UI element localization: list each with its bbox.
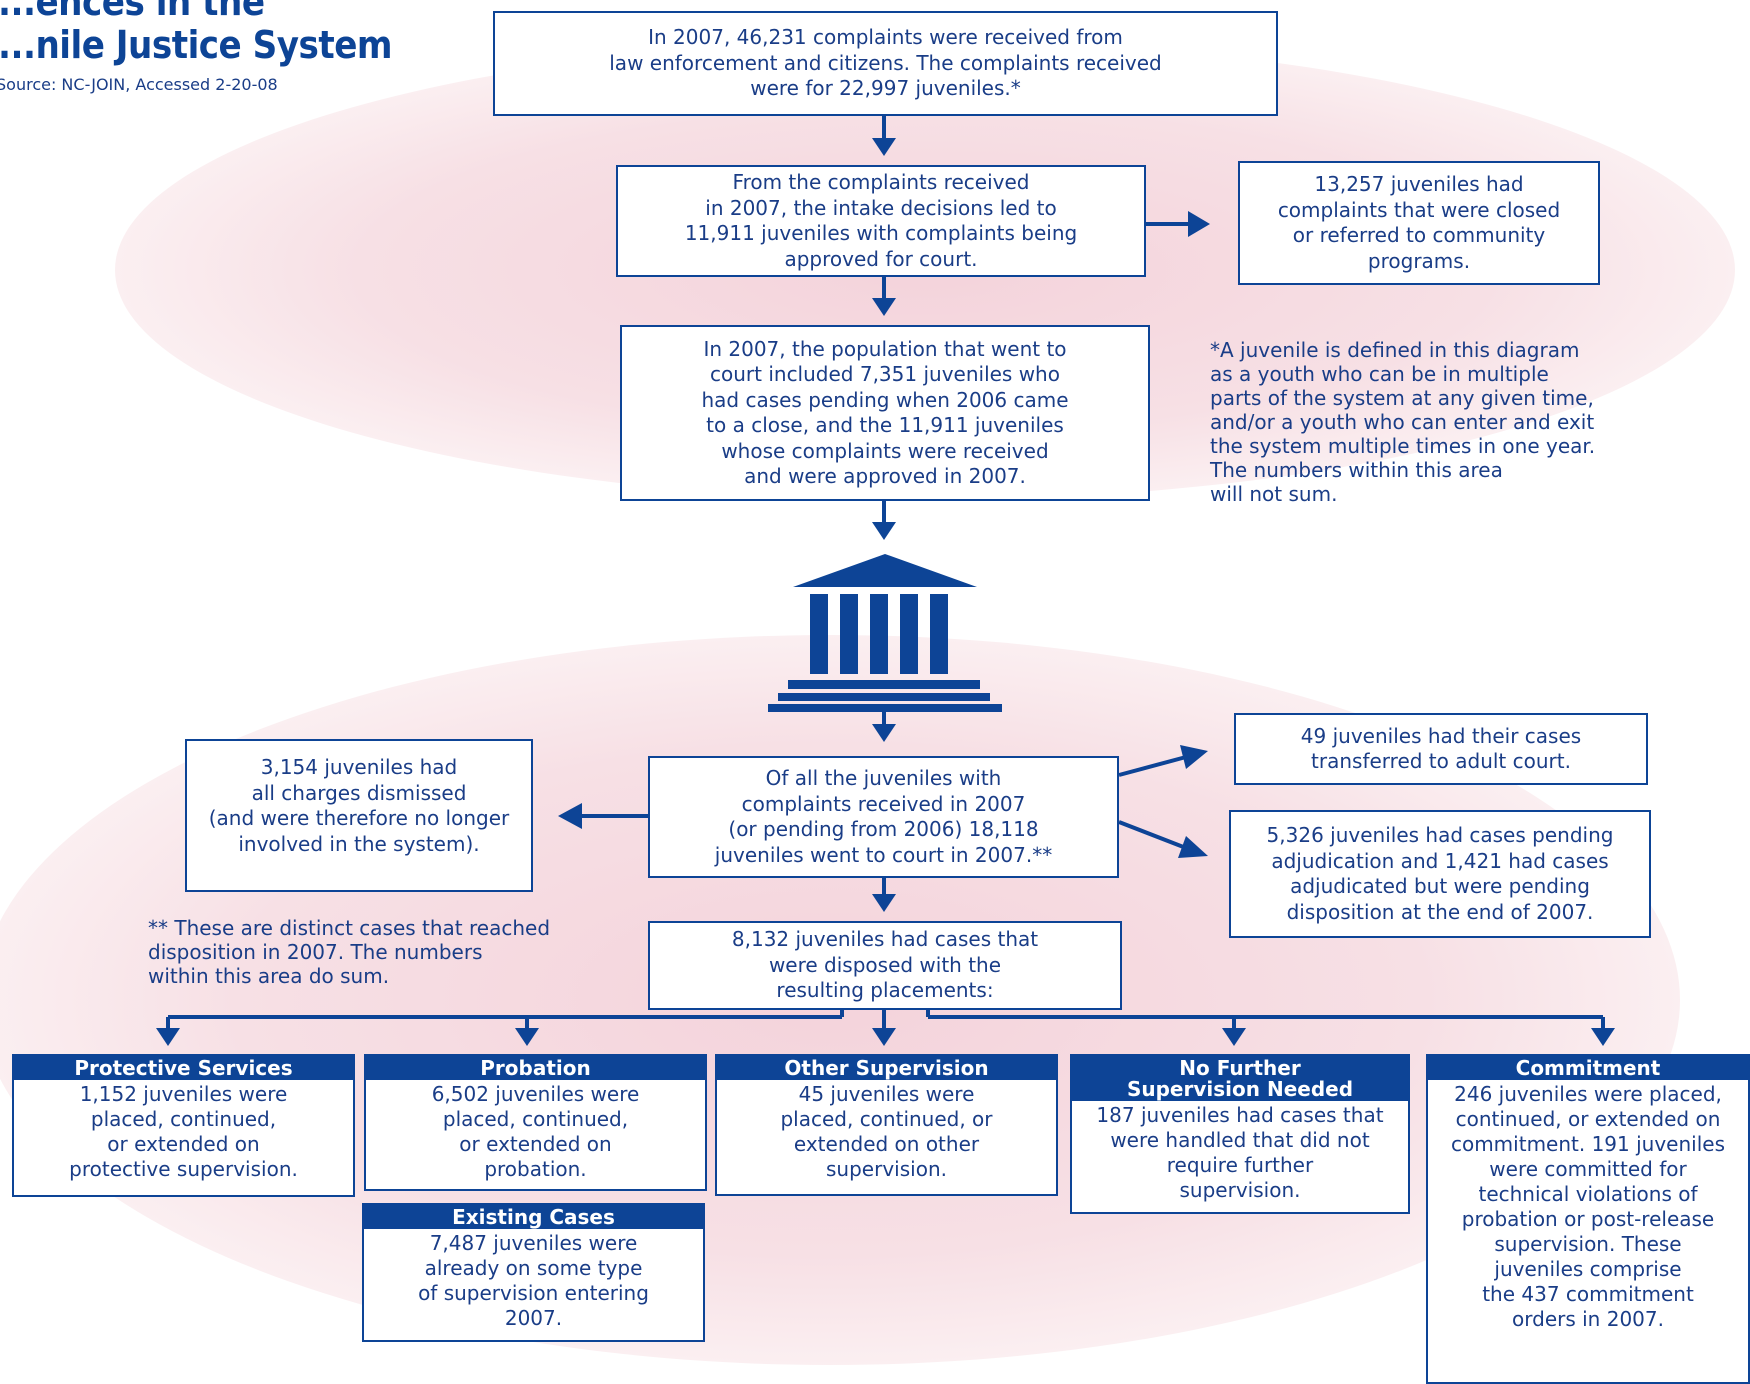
complaints-text: In 2007, 46,231 complaints were received… <box>609 25 1162 101</box>
no-further-supervision-text: 187 juveniles had cases that were handle… <box>1096 1103 1384 1202</box>
pending-text: 5,326 juveniles had cases pending adjudi… <box>1266 823 1614 924</box>
other-supervision-header: Other Supervision <box>717 1056 1056 1080</box>
transferred-text: 49 juveniles had their cases transferred… <box>1300 723 1582 774</box>
court-population-text: In 2007, the population that went to cou… <box>701 336 1069 489</box>
arrow-head-5 <box>872 894 896 912</box>
existing-cases-text: 7,487 juveniles were already on some typ… <box>418 1231 649 1330</box>
closed-box: 13,257 juveniles had complaints that wer… <box>1238 161 1600 285</box>
intake-text: From the complaints received in 2007, th… <box>684 170 1078 271</box>
arrow-head-transferred <box>1180 745 1208 769</box>
protective-services-header: Protective Services <box>14 1056 353 1080</box>
arrow-line-pending <box>1118 820 1187 850</box>
existing-cases-header: Existing Cases <box>364 1205 703 1229</box>
probation-box: Probation 6,502 juveniles were placed, c… <box>364 1054 707 1191</box>
commitment-header: Commitment <box>1428 1056 1748 1080</box>
arrow-head-1 <box>872 138 896 156</box>
arrow-head-pending <box>1178 836 1208 858</box>
no-further-supervision-box: No Further Supervision Needed 187 juveni… <box>1070 1054 1410 1214</box>
arrow-head-2 <box>872 298 896 316</box>
probation-text: 6,502 juveniles were placed, continued, … <box>431 1082 640 1181</box>
arrow-head-nofurther <box>1222 1028 1246 1046</box>
double-star-note: ** These are distinct cases that reached… <box>148 916 551 988</box>
arrow-head-protective <box>156 1028 180 1046</box>
closed-text: 13,257 juveniles had complaints that wer… <box>1277 172 1561 273</box>
arrow-head-commitment <box>1591 1028 1615 1046</box>
complaints-box: In 2007, 46,231 complaints were received… <box>493 11 1278 116</box>
protective-services-box: Protective Services 1,152 juveniles were… <box>12 1054 355 1197</box>
court-population-box: In 2007, the population that went to cou… <box>620 325 1150 501</box>
single-star-note: *A juvenile is defined in this diagram a… <box>1210 338 1596 506</box>
intake-box: From the complaints received in 2007, th… <box>616 165 1146 277</box>
disposed-text: 8,132 juveniles had cases that were disp… <box>731 927 1039 1003</box>
went-to-court-text: Of all the juveniles with complaints rec… <box>714 766 1053 867</box>
courthouse-icon <box>768 554 1002 712</box>
probation-header: Probation <box>366 1056 705 1080</box>
arrow-head-closed <box>1188 211 1210 237</box>
transferred-box: 49 juveniles had their cases transferred… <box>1234 713 1648 785</box>
went-to-court-box: Of all the juveniles with complaints rec… <box>648 756 1119 878</box>
source-note: Source: NC-JOIN, Accessed 2-20-08 <box>0 75 278 94</box>
arrow-head-other <box>872 1028 896 1046</box>
arrow-head-probation <box>515 1028 539 1046</box>
dismissed-text: 3,154 juveniles had all charges dismisse… <box>208 755 510 856</box>
arrow-line-transferred <box>1118 755 1187 777</box>
arrow-head-dismissed <box>558 803 582 829</box>
no-further-supervision-header: No Further Supervision Needed <box>1072 1056 1408 1101</box>
dismissed-box: 3,154 juveniles had all charges dismisse… <box>185 739 533 892</box>
protective-services-text: 1,152 juveniles were placed, continued, … <box>69 1082 298 1181</box>
page-title-line1: ...ences in the <box>0 0 265 24</box>
existing-cases-box: Existing Cases 7,487 juveniles were alre… <box>362 1203 705 1342</box>
arrow-head-3 <box>872 522 896 540</box>
disposed-box: 8,132 juveniles had cases that were disp… <box>648 921 1122 1010</box>
pending-box: 5,326 juveniles had cases pending adjudi… <box>1229 810 1651 938</box>
other-supervision-box: Other Supervision 45 juveniles were plac… <box>715 1054 1058 1196</box>
arrow-head-4 <box>872 724 896 742</box>
commitment-text: 246 juveniles were placed, continued, or… <box>1450 1082 1726 1331</box>
other-supervision-text: 45 juveniles were placed, continued, or … <box>780 1082 993 1181</box>
commitment-box: Commitment 246 juveniles were placed, co… <box>1426 1054 1750 1384</box>
page-title-line2: ...nile Justice System <box>0 23 393 67</box>
